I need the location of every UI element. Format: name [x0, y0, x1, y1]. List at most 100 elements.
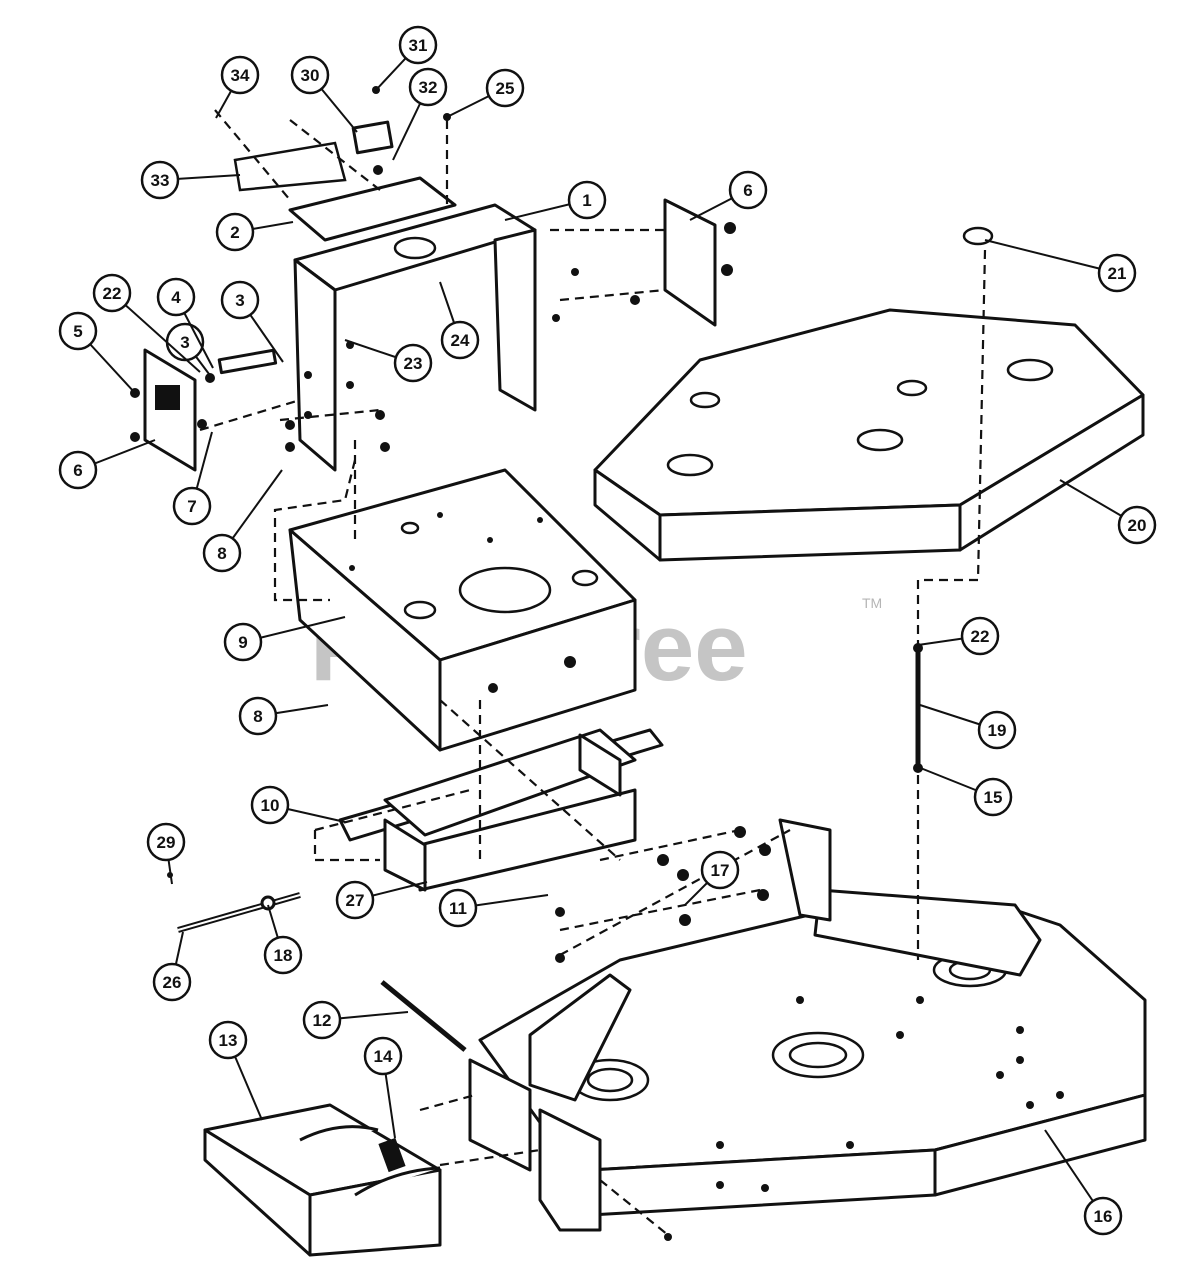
callout-label: 34	[231, 66, 250, 85]
callout-21: 21	[984, 239, 1137, 293]
watermark-trademark: TM	[862, 595, 882, 611]
callout-label: 16	[1094, 1207, 1113, 1226]
callout-16: 16	[1044, 1129, 1123, 1236]
pivot-bar-part	[338, 728, 664, 892]
callout-label: 7	[187, 497, 196, 516]
callout-label: 20	[1128, 516, 1147, 535]
callout-label: 17	[711, 861, 730, 880]
callout-circle	[220, 55, 260, 95]
callout-4: 4	[156, 277, 214, 369]
assembly-lines	[199, 109, 987, 1236]
callout-25: 25	[446, 68, 525, 118]
callout-27: 27	[335, 880, 428, 920]
callout-circle	[58, 450, 98, 490]
callout-label: 32	[419, 78, 438, 97]
callout-22: 22	[92, 273, 201, 373]
strap-part	[233, 141, 347, 192]
callout-label: 11	[449, 899, 467, 918]
callout-1: 1	[504, 180, 607, 221]
callout-30: 30	[290, 55, 358, 133]
upper-hanger-bracket-part	[293, 203, 537, 472]
callout-label: 25	[496, 79, 515, 98]
callout-circle	[223, 622, 263, 662]
callout-label: 2	[230, 223, 239, 242]
callout-label: 30	[301, 66, 320, 85]
callout-circle	[146, 822, 186, 862]
callout-label: 14	[374, 1047, 393, 1066]
callout-label: 24	[451, 331, 470, 350]
callout-31: 31	[375, 25, 438, 91]
callout-22: 22	[917, 616, 1000, 656]
pin-assembly-part	[177, 892, 301, 933]
callout-8: 8	[202, 469, 283, 573]
callout-20: 20	[1059, 479, 1157, 545]
side-plate-right-part	[663, 198, 717, 327]
callout-8: 8	[238, 696, 329, 736]
callout-label: 8	[253, 707, 262, 726]
callout-6: 6	[689, 170, 768, 221]
side-plate-left-part	[143, 348, 197, 472]
callout-label: 23	[404, 354, 423, 373]
callout-10: 10	[250, 785, 346, 825]
callout-circle	[700, 850, 740, 890]
callout-circle	[92, 273, 132, 313]
callout-circle	[290, 55, 330, 95]
callout-leader	[984, 239, 1118, 274]
callout-circle	[977, 710, 1017, 750]
callout-circle	[172, 486, 212, 526]
callout-label: 6	[73, 461, 82, 480]
callout-circle	[438, 888, 478, 928]
callout-label: 10	[261, 796, 280, 815]
mower-deck-part	[468, 818, 1147, 1232]
callout-label: 31	[409, 36, 428, 55]
callout-circle	[960, 616, 1000, 656]
callout-circle	[408, 67, 448, 107]
callout-label: 21	[1108, 264, 1127, 283]
callout-leader	[111, 292, 201, 373]
callout-6: 6	[58, 439, 156, 490]
callout-circle	[1117, 505, 1157, 545]
callout-29: 29	[146, 822, 186, 885]
callout-circle	[58, 311, 98, 351]
callout-circle	[973, 777, 1013, 817]
callout-circle	[1083, 1196, 1123, 1236]
rod-part	[380, 980, 467, 1052]
callout-circle	[263, 935, 303, 975]
callout-circle	[485, 68, 525, 108]
callout-14: 14	[363, 1036, 403, 1139]
callout-label: 26	[163, 973, 182, 992]
callout-label: 27	[346, 891, 365, 910]
callout-circle	[220, 280, 260, 320]
callout-2: 2	[215, 212, 294, 252]
callout-circle	[302, 1000, 342, 1040]
callout-9: 9	[223, 616, 346, 662]
callout-circle	[208, 1020, 248, 1060]
callout-circle	[728, 170, 768, 210]
callout-label: 1	[582, 191, 591, 210]
callout-circle	[393, 343, 433, 383]
callout-12: 12	[302, 1000, 409, 1040]
callout-circle	[152, 962, 192, 1002]
callout-circle	[215, 212, 255, 252]
callout-label: 9	[238, 633, 247, 652]
callout-3: 3	[220, 280, 284, 363]
callout-label: 22	[971, 627, 990, 646]
callout-label: 5	[73, 322, 82, 341]
spacer-part	[217, 348, 278, 375]
callout-34: 34	[215, 55, 260, 119]
callout-label: 13	[219, 1031, 238, 1050]
callout-circle	[250, 785, 290, 825]
callout-label: 19	[988, 721, 1007, 740]
callout-label: 15	[984, 788, 1003, 807]
callout-label: 4	[171, 288, 181, 307]
callout-19: 19	[919, 704, 1017, 750]
callout-label: 12	[313, 1011, 332, 1030]
callout-circle	[140, 160, 180, 200]
callout-label: 18	[274, 946, 293, 965]
callout-circle	[202, 533, 242, 573]
deck-cover-plate-part	[593, 226, 1145, 562]
callout-label: 33	[151, 171, 170, 190]
callout-circle	[1097, 253, 1137, 293]
callout-32: 32	[392, 67, 448, 161]
